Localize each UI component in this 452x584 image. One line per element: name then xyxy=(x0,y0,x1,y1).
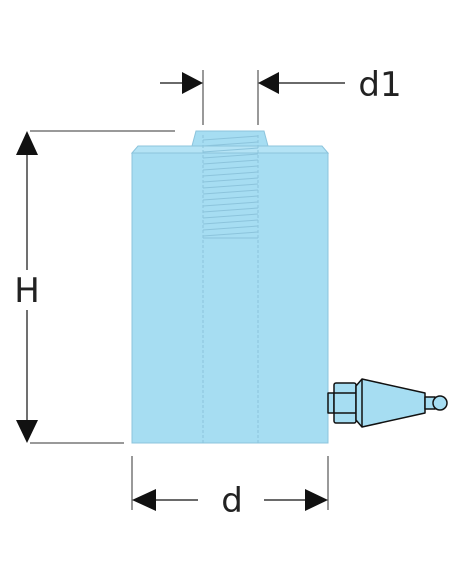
diameter-dimension xyxy=(132,489,328,511)
diameter-arrow-left xyxy=(132,489,156,511)
height-dimension xyxy=(8,131,46,443)
coupler-hex-nut xyxy=(333,382,357,424)
internal-thread-hatch xyxy=(202,135,259,239)
thread-diameter-dimension xyxy=(160,72,345,94)
thread-diameter-arrow-right xyxy=(258,72,279,94)
coupler-tip-ball xyxy=(432,395,448,411)
thread-diameter-arrow-left xyxy=(182,72,203,94)
coupler-taper xyxy=(355,378,426,428)
height-label: H xyxy=(14,271,40,311)
thread-diameter-label: d1 xyxy=(358,65,401,105)
diameter-arrow-right xyxy=(305,489,328,511)
cylinder-top-face xyxy=(130,145,330,154)
height-arrow-top xyxy=(16,131,38,155)
cylinder-body xyxy=(130,130,330,444)
extension-lines xyxy=(30,70,329,510)
hydraulic-coupler xyxy=(327,378,448,428)
diameter-label: d xyxy=(221,481,243,521)
coupler-neck xyxy=(327,392,335,414)
cylinder-body-shape xyxy=(131,152,329,444)
height-arrow-bottom xyxy=(16,420,38,443)
